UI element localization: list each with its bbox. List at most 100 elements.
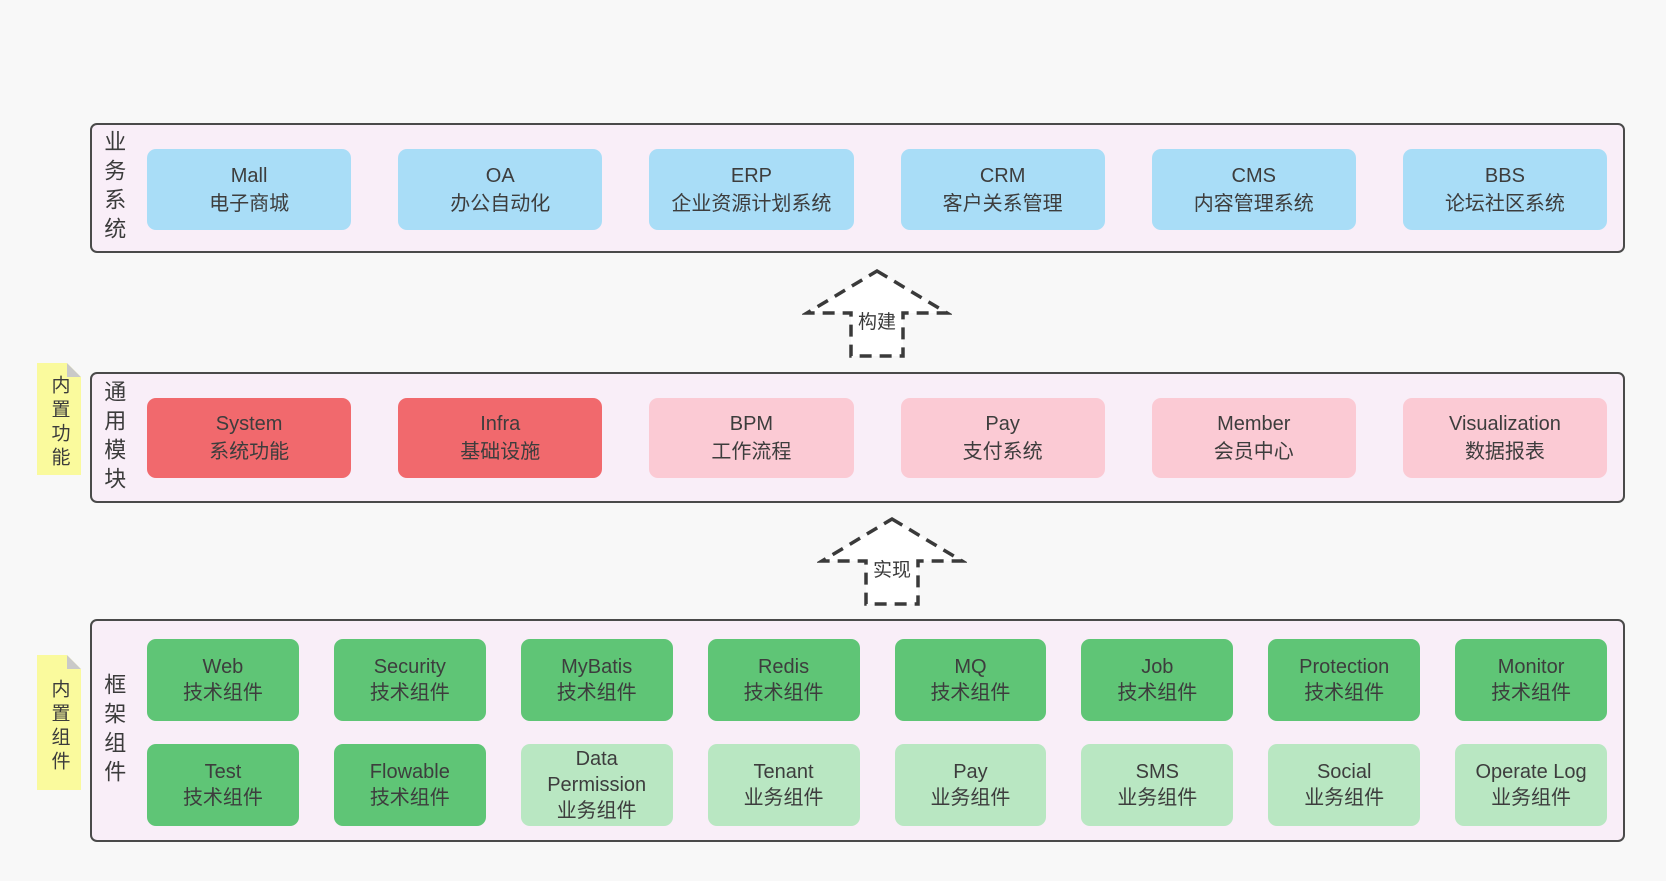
box-name: Protection (1299, 656, 1390, 678)
box-redis: Redis 技术组件 (707, 639, 860, 721)
sticky-note-built-in-features: 内置功能 (37, 363, 81, 475)
box-member: Member 会员中心 (1151, 398, 1356, 478)
box-name: BBS (1484, 164, 1525, 187)
box-name: CMS (1231, 164, 1276, 187)
box-desc: 技术组件 (369, 787, 450, 809)
box-desc: 技术组件 (182, 787, 263, 809)
box-name: Flowable (369, 761, 450, 783)
box-erp: ERP 企业资源计划系统 (649, 149, 854, 230)
arrow-build: 构建 (802, 268, 952, 360)
box-desc: 技术组件 (743, 682, 824, 704)
box-pay: Pay 业务组件 (894, 744, 1047, 826)
box-desc: 客户关系管理 (942, 192, 1063, 215)
box-mybatis: MyBatis 技术组件 (520, 639, 673, 721)
box-desc: 技术组件 (369, 682, 450, 704)
box-name: MQ (954, 656, 987, 678)
sticky-framework-label: 内置组件 (48, 678, 70, 775)
box-name: Tenant (753, 761, 814, 783)
box-name: Job (1141, 656, 1174, 678)
panel-business-label: 业务系统 (101, 130, 127, 246)
sticky-note-built-in-components: 内置组件 (37, 655, 81, 790)
box-desc: 技术组件 (1491, 682, 1572, 704)
box-flowable: Flowable 技术组件 (333, 744, 486, 826)
box-name: Security (373, 656, 446, 678)
box-desc: 业务组件 (743, 787, 824, 809)
box-tenant: Tenant 业务组件 (707, 744, 860, 826)
box-test: Test 技术组件 (147, 744, 299, 826)
box-bpm: BPM 工作流程 (649, 398, 854, 478)
box-web: Web 技术组件 (147, 639, 299, 721)
box-crm: CRM 客户关系管理 (900, 149, 1105, 230)
framework-box-row-2: Test 技术组件 Flowable 技术组件 Data Permission … (147, 744, 1607, 826)
box-mq: MQ 技术组件 (894, 639, 1047, 721)
box-protection: Protection 技术组件 (1268, 639, 1421, 721)
box-desc: 支付系统 (962, 441, 1043, 463)
box-desc: 业务组件 (556, 800, 637, 822)
box-name: Mall (230, 164, 268, 187)
panel-business-systems: 业务系统 Mall 电子商城 OA 办公自动化 ERP 企业资源计划系统 CRM… (90, 123, 1625, 253)
arrow-implement-label: 实现 (870, 560, 914, 582)
panel-framework-label: 框架组件 (101, 672, 127, 789)
box-desc: 会员中心 (1213, 441, 1294, 463)
panel-common-label: 通用模块 (101, 379, 127, 496)
box-name: CRM (979, 164, 1026, 187)
box-desc: 工作流程 (711, 441, 792, 463)
box-name: Web (202, 656, 244, 678)
box-name: Social (1316, 761, 1372, 783)
box-desc: 基础设施 (460, 441, 541, 463)
framework-box-row-1: Web 技术组件 Security 技术组件 MyBatis 技术组件 Redi… (147, 639, 1607, 721)
box-desc: 系统功能 (209, 441, 290, 463)
box-name: BPM (729, 413, 774, 435)
box-name: Pay (953, 761, 988, 783)
box-name: MyBatis (561, 656, 633, 678)
box-name: System (215, 413, 283, 435)
box-desc: 内容管理系统 (1193, 192, 1314, 215)
box-name: Monitor (1497, 656, 1565, 678)
box-desc: 业务组件 (1117, 787, 1198, 809)
arrow-implement: 实现 (817, 516, 967, 608)
box-name: Member (1217, 413, 1291, 435)
box-desc: 论坛社区系统 (1444, 192, 1565, 215)
box-oa: OA 办公自动化 (398, 149, 603, 230)
panel-common-modules: 通用模块 System 系统功能 Infra 基础设施 BPM 工作流程 Pay… (90, 372, 1625, 503)
box-desc: 电子商城 (209, 192, 290, 215)
box-name: Visualization (1448, 413, 1561, 435)
box-desc: 业务组件 (1491, 787, 1572, 809)
box-monitor: Monitor 技术组件 (1455, 639, 1607, 721)
box-desc: 技术组件 (930, 682, 1011, 704)
box-desc: 技术组件 (182, 682, 263, 704)
box-desc: 技术组件 (1304, 682, 1385, 704)
box-name: Operate Log (1475, 761, 1587, 783)
box-desc: 企业资源计划系统 (671, 192, 832, 215)
panel-framework-components: 框架组件 Web 技术组件 Security 技术组件 MyBatis 技术组件… (90, 619, 1625, 842)
box-desc: 数据报表 (1464, 441, 1545, 463)
box-sms: SMS 业务组件 (1081, 744, 1234, 826)
box-desc: 技术组件 (1117, 682, 1198, 704)
box-name: ERP (730, 164, 772, 187)
box-name: Data Permission (547, 748, 647, 796)
box-name: OA (485, 164, 515, 187)
box-pay: Pay 支付系统 (900, 398, 1105, 478)
box-job: Job 技术组件 (1081, 639, 1234, 721)
box-desc: 办公自动化 (450, 192, 551, 215)
sticky-common-label: 内置功能 (48, 375, 70, 471)
box-data-permission: Data Permission 业务组件 (520, 744, 673, 826)
box-social: Social 业务组件 (1268, 744, 1421, 826)
box-desc: 技术组件 (556, 682, 637, 704)
box-mall: Mall 电子商城 (147, 149, 352, 230)
box-bbs: BBS 论坛社区系统 (1402, 149, 1608, 230)
box-desc: 业务组件 (930, 787, 1011, 809)
box-infra: Infra 基础设施 (398, 398, 603, 478)
arrow-build-label: 构建 (855, 312, 899, 334)
box-name: Pay (985, 413, 1020, 435)
common-box-row: System 系统功能 Infra 基础设施 BPM 工作流程 Pay 支付系统… (147, 398, 1608, 478)
box-desc: 业务组件 (1304, 787, 1385, 809)
box-name: Test (204, 761, 242, 783)
box-cms: CMS 内容管理系统 (1151, 149, 1356, 230)
box-name: Redis (757, 656, 810, 678)
business-box-row: Mall 电子商城 OA 办公自动化 ERP 企业资源计划系统 CRM 客户关系… (147, 149, 1608, 230)
box-name: SMS (1135, 761, 1179, 783)
box-system: System 系统功能 (147, 398, 352, 478)
box-visualization: Visualization 数据报表 (1402, 398, 1608, 478)
